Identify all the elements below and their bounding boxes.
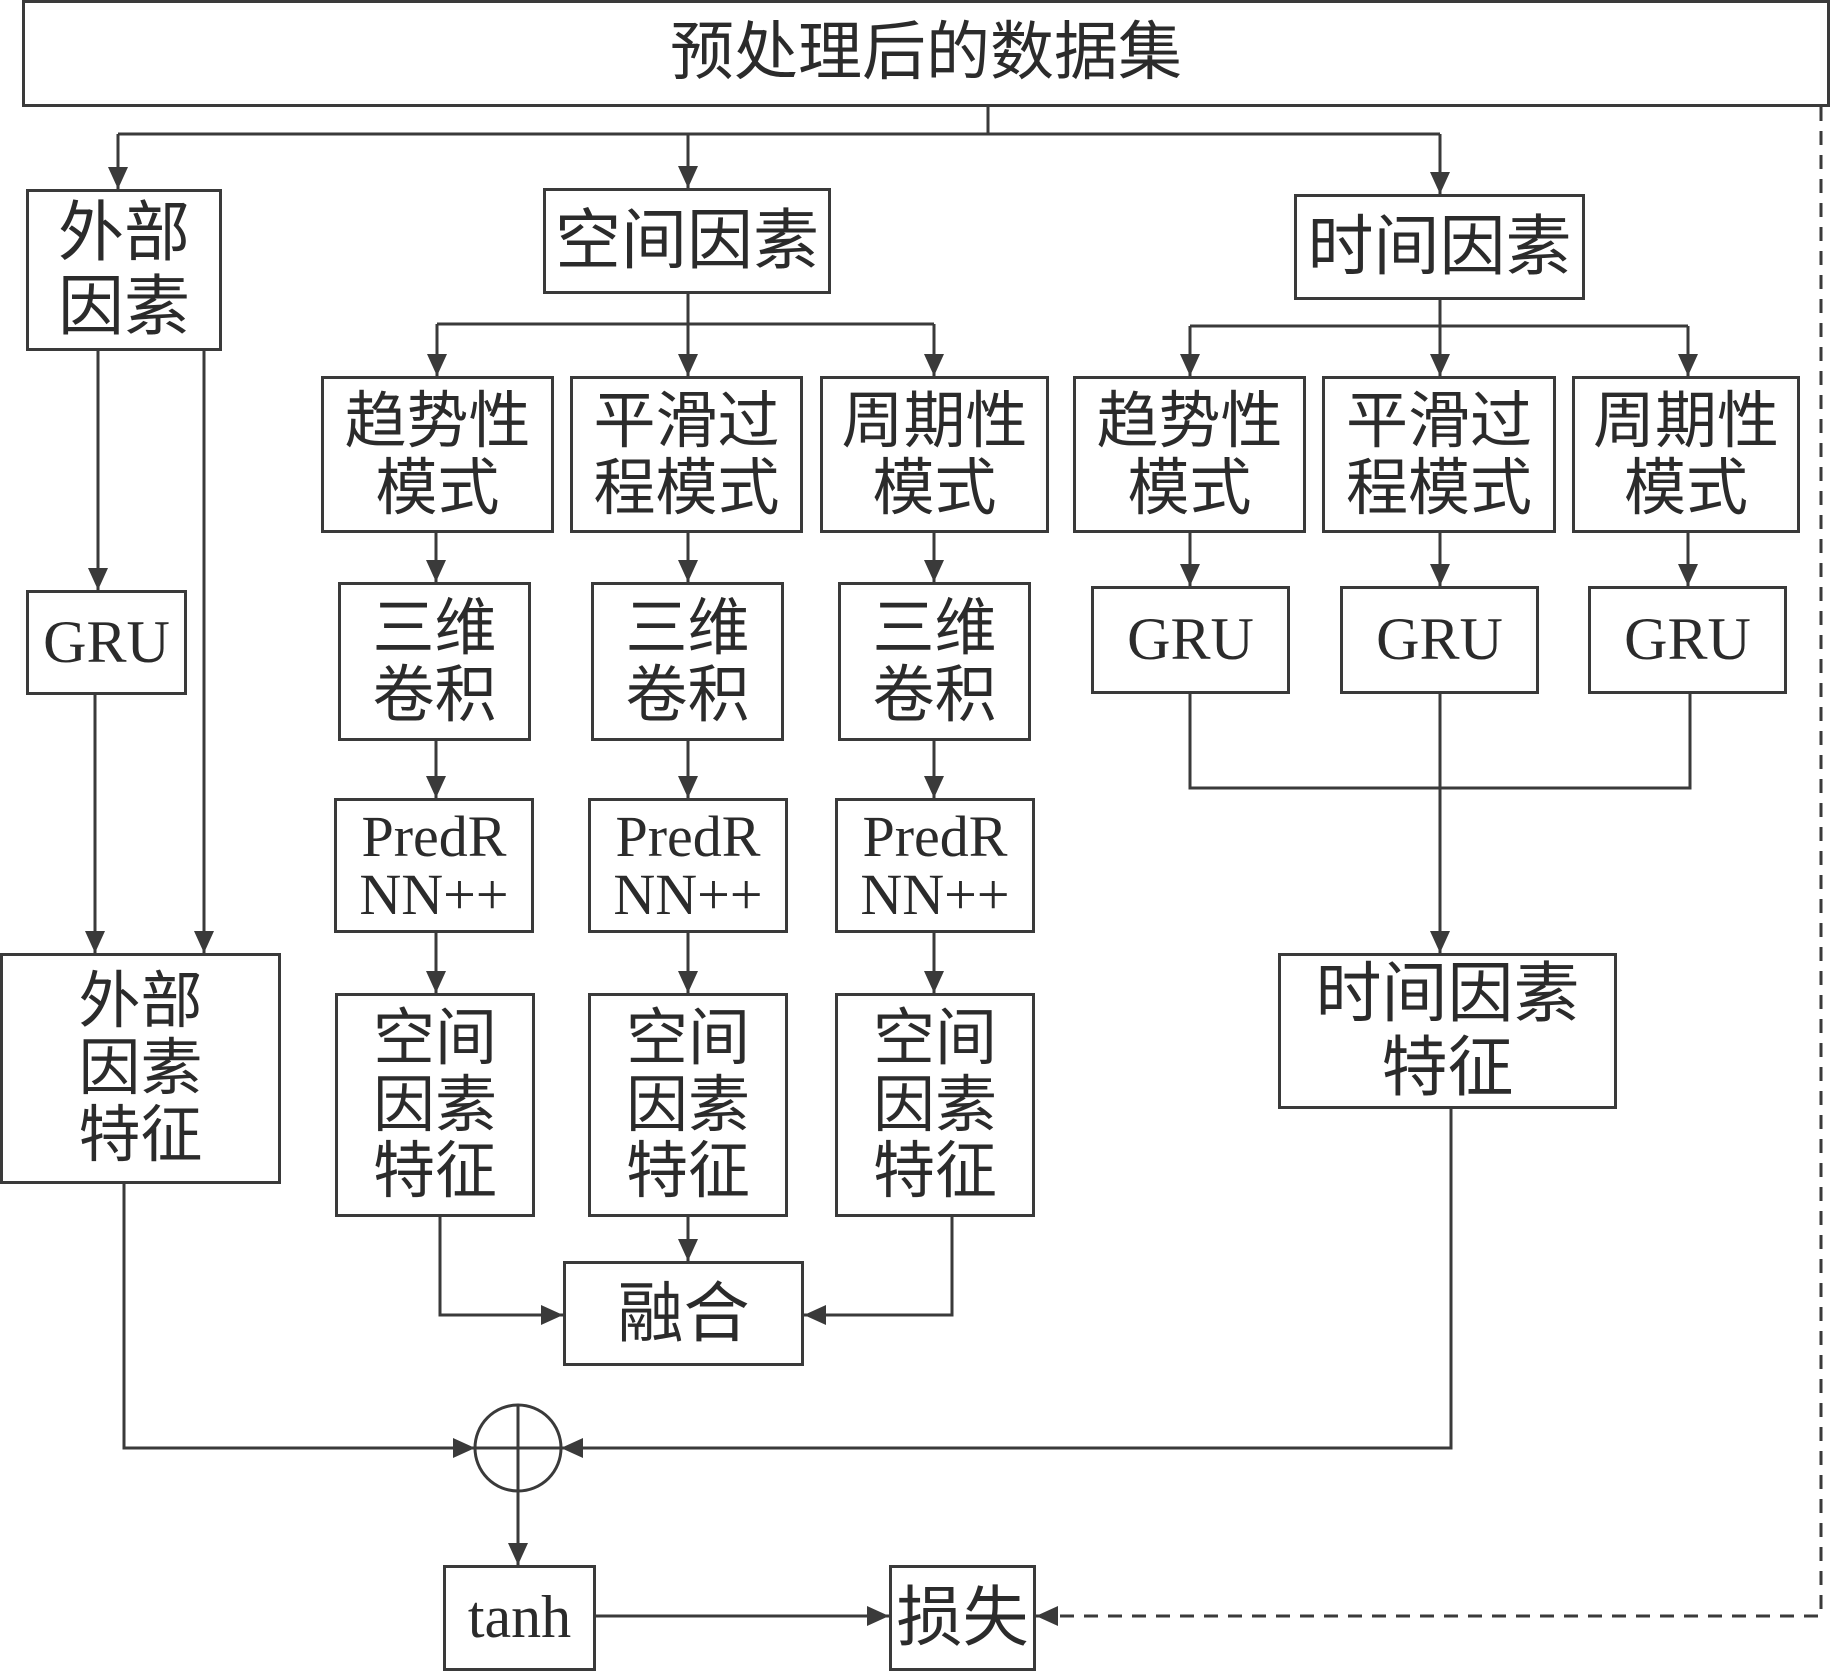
spatial-periodic-predrnn-to-feature-head	[924, 971, 944, 993]
dataset-to-spatial-head	[678, 166, 698, 188]
spatial-to-trend-head	[427, 354, 447, 376]
arrowheads	[85, 166, 1698, 1626]
temporal-trend-mode-to-gru-head	[1180, 564, 1200, 586]
spatial-trend-feature-box: 空间 因素 特征	[335, 993, 535, 1217]
temporal-to-smooth-head	[1430, 354, 1450, 376]
spatial-periodic-feature-to-fusion-head	[804, 1305, 826, 1325]
spatial-smooth-feature-box: 空间 因素 特征	[588, 993, 788, 1217]
temporal-feature-to-sum	[561, 1109, 1453, 1450]
external-to-gru-head	[88, 568, 108, 590]
external-feature-to-sum-head	[453, 1438, 475, 1458]
temporal-feature-to-sum-head	[561, 1438, 583, 1458]
temporal-trend-mode-box: 趋势性 模式	[1073, 376, 1306, 533]
spatial-trend-mode-box: 趋势性 模式	[321, 376, 554, 533]
external-feature-to-sum	[122, 1184, 475, 1450]
spatial-smooth-predrnn-box: PredR NN++	[588, 798, 788, 933]
spatial-periodic-mode-box: 周期性 模式	[820, 376, 1049, 533]
temporal-to-trend-head	[1180, 354, 1200, 376]
external-feature-box: 外部 因素 特征	[0, 953, 281, 1184]
external-factor-box: 外部 因素	[26, 189, 222, 351]
temporal-feature-box: 时间因素 特征	[1278, 953, 1617, 1109]
dataset-to-loss-dashed	[1036, 107, 1823, 1618]
spatial-trend-predrnn-box: PredR NN++	[334, 798, 534, 933]
external-direct-to-feature-head	[194, 931, 214, 953]
spatial-trend-feature-to-fusion	[438, 1217, 563, 1317]
temporal-factor-box: 时间因素	[1294, 194, 1585, 300]
spatial-trend-conv3d-box: 三维 卷积	[338, 582, 531, 741]
spatial-smooth-feature-to-fusion-head	[678, 1239, 698, 1261]
temporal-merge-to-feature-head	[1430, 931, 1450, 953]
fusion-box: 融合	[563, 1261, 804, 1366]
spatial-periodic-feature-to-fusion	[804, 1217, 954, 1317]
temporal-periodic-mode-box: 周期性 模式	[1572, 376, 1800, 533]
temporal-periodic-mode-to-gru-head	[1678, 564, 1698, 586]
spatial-smooth-mode-box: 平滑过 程模式	[570, 376, 803, 533]
sum-node	[473, 1403, 563, 1493]
spatial-periodic-predrnn-box: PredR NN++	[835, 798, 1035, 933]
spatial-to-smooth-head	[678, 354, 698, 376]
spatial-factor-box: 空间因素	[543, 188, 831, 294]
sum-to-tanh-head	[508, 1543, 528, 1565]
loss-box: 损失	[889, 1565, 1036, 1671]
temporal-smooth-gru-box: GRU	[1340, 586, 1539, 694]
temporal-trend-gru-box: GRU	[1091, 586, 1290, 694]
spatial-smooth-conv3d-box: 三维 卷积	[591, 582, 784, 741]
dataset-to-temporal-head	[1430, 172, 1450, 194]
spatial-trend-conv-to-predrnn-head	[426, 776, 446, 798]
spatial-trend-feature-to-fusion-head	[541, 1305, 563, 1325]
spatial-trend-predrnn-to-feature-head	[426, 971, 446, 993]
spatial-smooth-predrnn-to-feature-head	[678, 971, 698, 993]
tanh-to-loss-head	[867, 1606, 889, 1626]
external-gru-box: GRU	[26, 590, 187, 695]
external-gru-to-feature-head	[85, 931, 105, 953]
spatial-trend-mode-to-conv-head	[426, 560, 446, 582]
spatial-periodic-conv-to-predrnn-head	[924, 776, 944, 798]
temporal-periodic-gru-box: GRU	[1588, 586, 1787, 694]
spatial-smooth-conv-to-predrnn-head	[678, 776, 698, 798]
spatial-smooth-mode-to-conv-head	[678, 560, 698, 582]
spatial-periodic-conv3d-box: 三维 卷积	[838, 582, 1031, 741]
spatial-periodic-feature-box: 空间 因素 特征	[835, 993, 1035, 1217]
spatial-periodic-mode-to-conv-head	[924, 560, 944, 582]
dataset-to-external-head	[108, 167, 128, 189]
dataset-box: 预处理后的数据集	[22, 0, 1830, 107]
dataset-to-loss-dashed-head	[1036, 1606, 1058, 1626]
spatial-to-periodic-head	[924, 354, 944, 376]
tanh-box: tanh	[443, 1565, 596, 1671]
temporal-smooth-mode-box: 平滑过 程模式	[1322, 376, 1556, 533]
temporal-smooth-mode-to-gru-head	[1430, 564, 1450, 586]
temporal-to-periodic-head	[1678, 354, 1698, 376]
